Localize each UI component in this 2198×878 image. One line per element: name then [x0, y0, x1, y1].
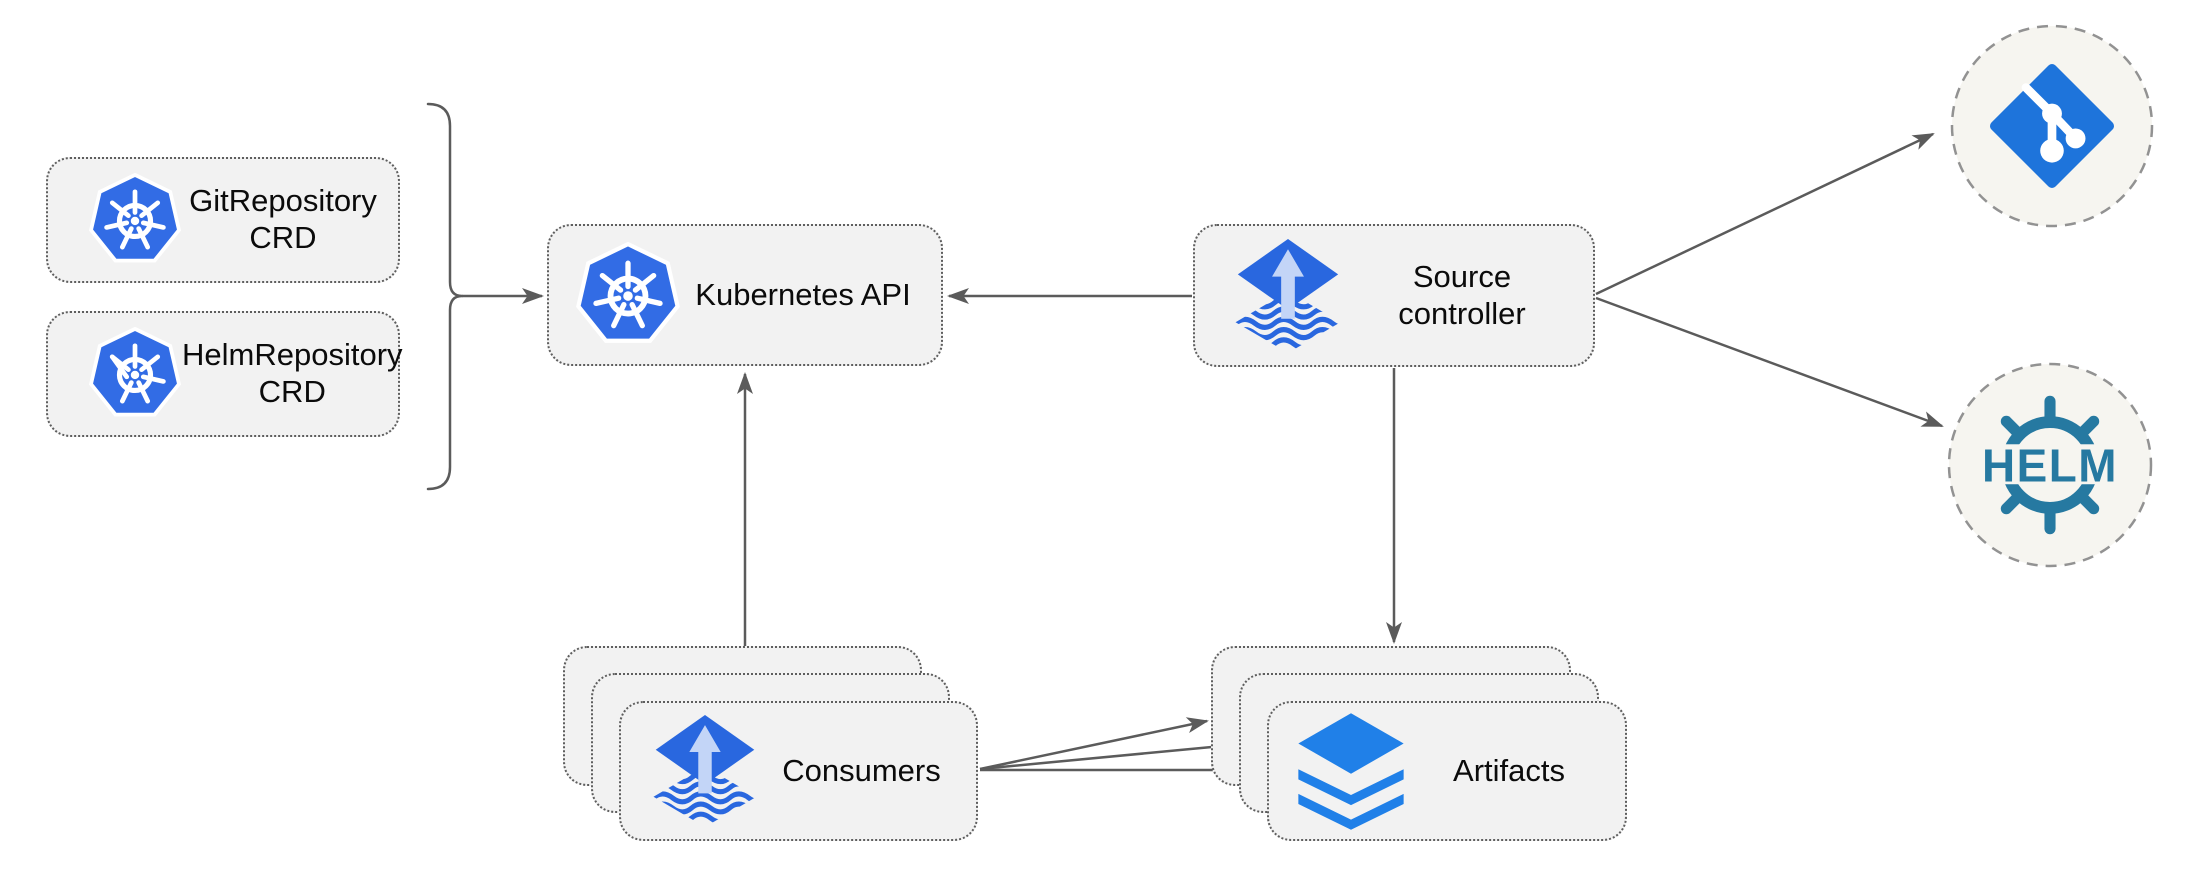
node-label: Consumers	[782, 752, 941, 788]
node-source-controller: Source controller	[1193, 224, 1595, 367]
edge-source-controller-to-git	[1595, 132, 1935, 296]
node-label: Source controller	[1398, 258, 1526, 331]
node-label: Artifacts	[1453, 752, 1565, 788]
flux-icon	[1235, 238, 1341, 350]
kubernetes-icon	[88, 173, 182, 263]
edge-source-controller-to-helm	[1595, 296, 1944, 428]
crd-group-brace	[426, 102, 464, 491]
node-consumers: Consumers	[619, 701, 978, 841]
flux-icon	[653, 715, 757, 825]
layers-icon	[1298, 712, 1404, 830]
node-kubernetes-api: Kubernetes API	[547, 224, 943, 366]
edge-consumers-to-artifacts-1	[979, 717, 1209, 771]
git-icon	[1990, 64, 2114, 188]
node-label: Kubernetes API	[695, 276, 911, 312]
helm-logo-text: HELM	[1982, 439, 2118, 491]
node-label: GitRepository CRD	[189, 183, 377, 255]
node-label: HelmRepository CRD	[182, 337, 403, 409]
node-helm-repository-crd: HelmRepository CRD	[46, 311, 403, 437]
node-artifacts: Artifacts	[1267, 701, 1627, 841]
helm-icon: HELM	[1976, 395, 2124, 535]
kubernetes-icon	[576, 242, 680, 343]
kubernetes-icon	[88, 327, 182, 417]
edge-consumers-to-artifacts-2	[979, 738, 1235, 771]
node-git-repository-crd: GitRepository CRD	[46, 157, 400, 283]
